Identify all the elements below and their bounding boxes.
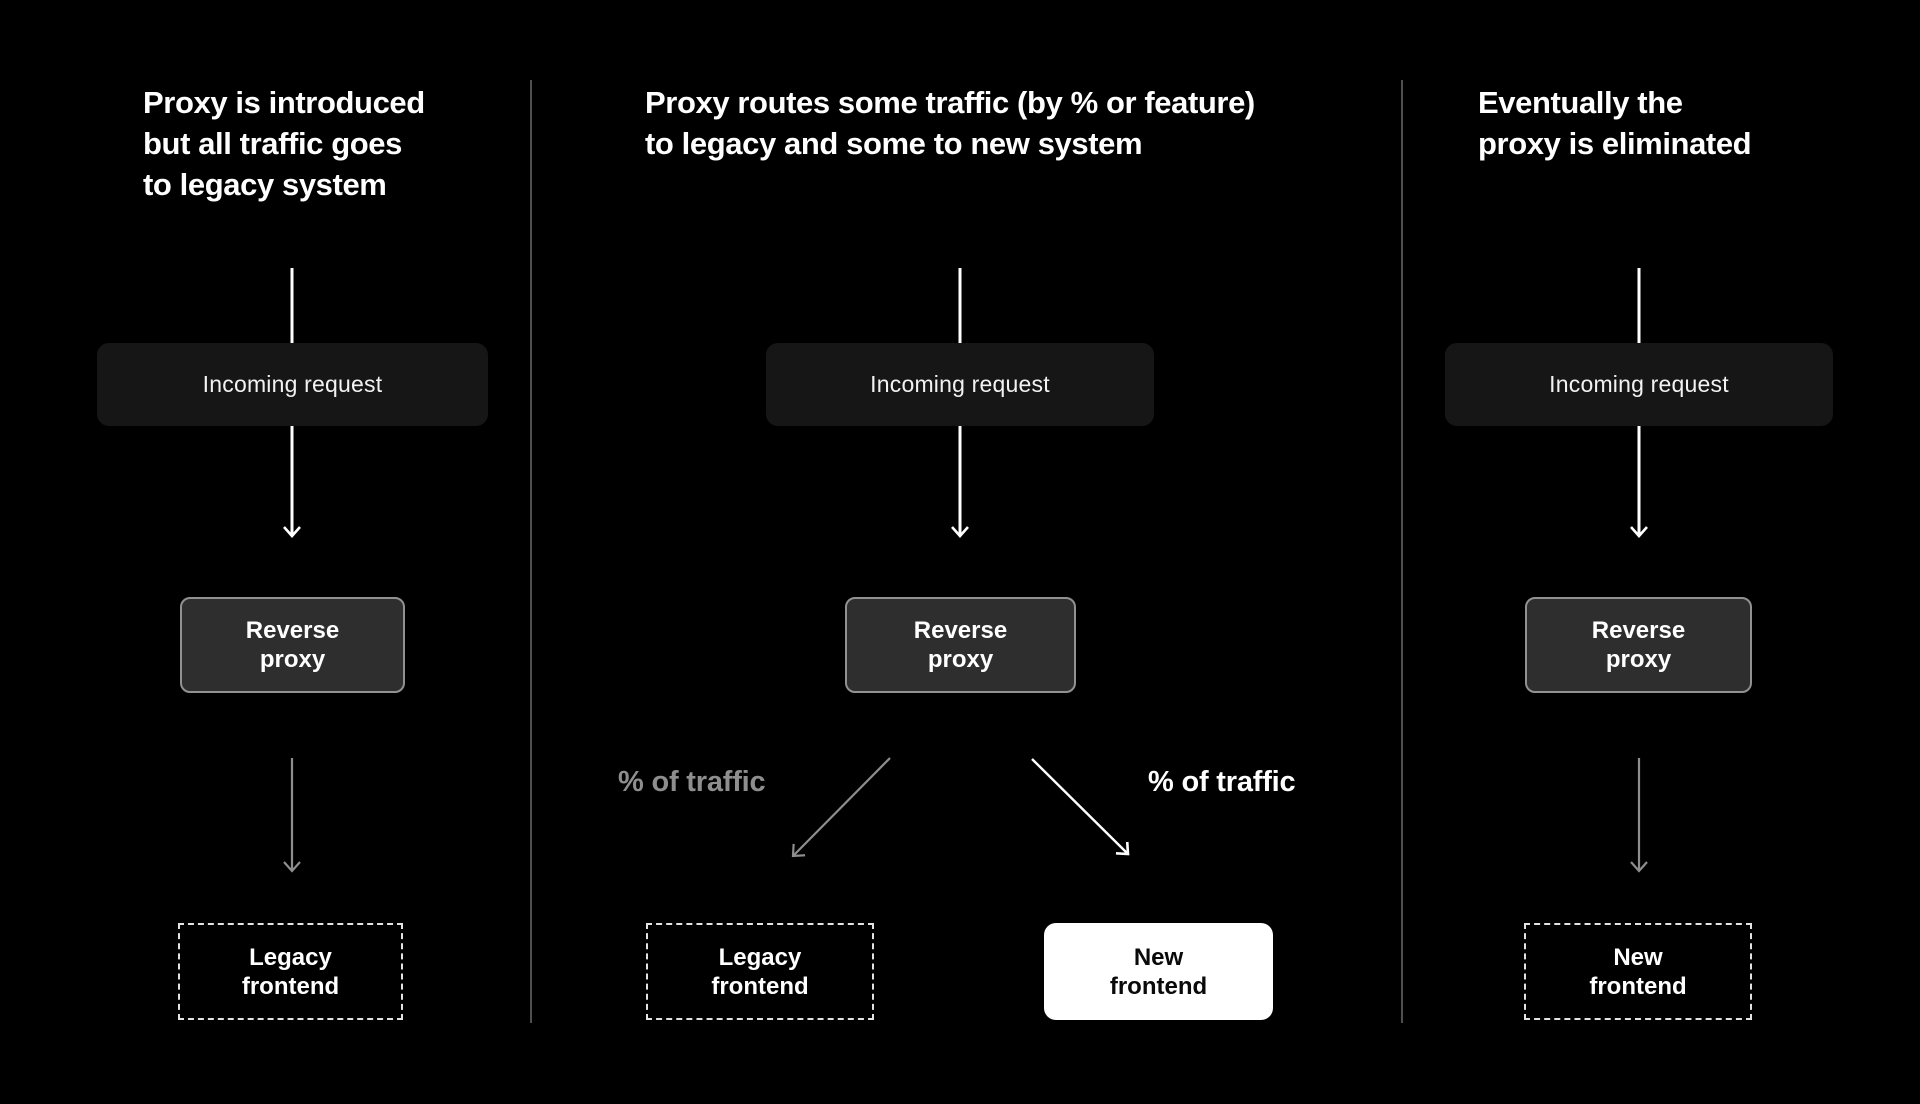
reverse-proxy-box: Reverse proxy bbox=[845, 597, 1076, 693]
arrow-proxy-to-legacy-diagonal bbox=[791, 757, 891, 858]
legacy-frontend-box: Legacy frontend bbox=[646, 923, 874, 1020]
panel-title-proxy-eliminated: Eventually the proxy is eliminated bbox=[1478, 85, 1752, 161]
new-frontend-box: New frontend bbox=[1044, 923, 1273, 1020]
panel-title-proxy-routes: Proxy routes some traffic (by % or featu… bbox=[645, 85, 1255, 161]
arrow-proxy-to-new-diagonal bbox=[1031, 758, 1130, 856]
reverse-proxy-box: Reverse proxy bbox=[1525, 597, 1752, 693]
incoming-request-box: Incoming request bbox=[766, 343, 1154, 426]
reverse-proxy-box: Reverse proxy bbox=[180, 597, 405, 693]
new-frontend-box: New frontend bbox=[1524, 923, 1752, 1020]
traffic-percent-label-left: % of traffic bbox=[618, 766, 766, 798]
traffic-percent-label-right: % of traffic bbox=[1148, 766, 1296, 798]
incoming-request-box: Incoming request bbox=[1445, 343, 1833, 426]
legacy-frontend-box: Legacy frontend bbox=[178, 923, 403, 1020]
incoming-request-box: Incoming request bbox=[97, 343, 488, 426]
panel-title-proxy-introduced: Proxy is introduced but all traffic goes… bbox=[143, 85, 425, 202]
